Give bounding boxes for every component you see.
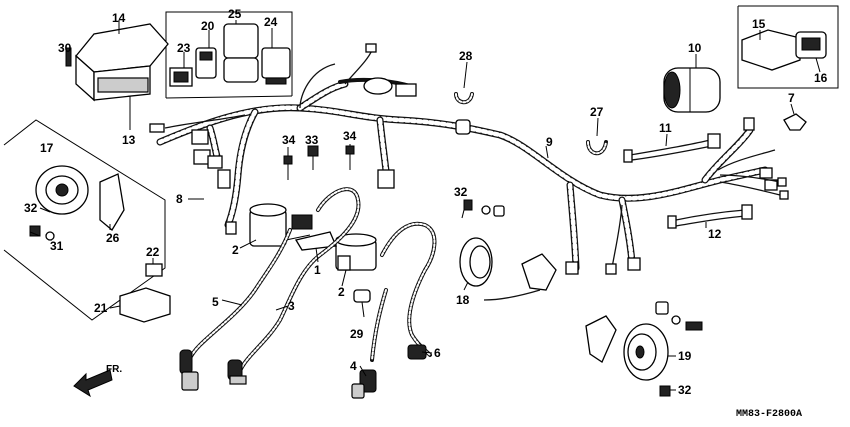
spark-plug-cord-3 bbox=[227, 187, 361, 385]
callout-34-left: 34 bbox=[282, 133, 296, 147]
callout-32-right: 32 bbox=[678, 383, 692, 397]
callout-5: 5 bbox=[212, 295, 219, 309]
callout-14: 14 bbox=[112, 11, 126, 25]
junction-10 bbox=[663, 67, 721, 113]
callout-2-left: 2 bbox=[232, 243, 239, 257]
callout-2-right: 2 bbox=[338, 285, 345, 299]
fuse-box-inset-box bbox=[737, 5, 839, 89]
callout-22: 22 bbox=[146, 245, 160, 259]
main-wire-harness bbox=[149, 43, 789, 275]
callout-13: 13 bbox=[122, 133, 136, 147]
clip-27 bbox=[586, 140, 608, 156]
clip-28 bbox=[454, 92, 474, 105]
callout-4: 4 bbox=[350, 359, 357, 373]
callout-12: 12 bbox=[708, 227, 722, 241]
callout-9: 9 bbox=[546, 135, 553, 149]
callout-25: 25 bbox=[228, 7, 242, 21]
relay-15 bbox=[741, 29, 801, 71]
callout-32-center: 32 bbox=[454, 185, 468, 199]
callout-23: 23 bbox=[177, 41, 191, 55]
callout-labels: 14 30 13 20 25 24 23 15 16 10 7 28 27 11… bbox=[24, 7, 828, 397]
horn-17 bbox=[35, 165, 125, 231]
callout-18: 18 bbox=[456, 293, 470, 307]
callout-33: 33 bbox=[305, 133, 319, 147]
callout-30: 30 bbox=[58, 41, 72, 55]
horn-18 bbox=[459, 199, 557, 301]
callout-24: 24 bbox=[264, 15, 278, 29]
relay-inset-box bbox=[165, 11, 293, 99]
horn-inset-box bbox=[3, 119, 166, 321]
callout-17: 17 bbox=[40, 141, 54, 155]
direction-label: FR. bbox=[106, 364, 122, 375]
callout-20: 20 bbox=[201, 19, 215, 33]
bolt-34-right bbox=[345, 145, 355, 170]
diagram-code: MM83-F2800A bbox=[736, 409, 802, 420]
spark-plug-cord-6 bbox=[351, 221, 437, 399]
relay-20 bbox=[195, 47, 217, 79]
ignition-coil-right bbox=[294, 231, 377, 271]
spark-plug-cord-5 bbox=[179, 228, 292, 391]
relay-25 bbox=[223, 23, 259, 83]
ignition-coil-left bbox=[249, 203, 313, 247]
callout-29: 29 bbox=[350, 327, 364, 341]
horn-19 bbox=[585, 301, 703, 397]
callout-34-right: 34 bbox=[343, 129, 357, 143]
fuse-box-cover bbox=[65, 23, 169, 102]
connector-22 bbox=[145, 263, 163, 277]
relay-21 bbox=[119, 287, 171, 323]
callout-6: 6 bbox=[434, 346, 441, 360]
callout-15: 15 bbox=[752, 17, 766, 31]
callout-28: 28 bbox=[459, 49, 473, 63]
callout-32-horn: 32 bbox=[24, 201, 38, 215]
callout-3: 3 bbox=[288, 299, 295, 313]
relay-24 bbox=[261, 47, 291, 85]
callout-26: 26 bbox=[106, 231, 120, 245]
callout-1: 1 bbox=[314, 263, 321, 277]
clamp-7 bbox=[783, 113, 807, 131]
callout-27: 27 bbox=[590, 105, 604, 119]
callout-10: 10 bbox=[688, 41, 702, 55]
callout-8: 8 bbox=[176, 192, 183, 206]
callout-31: 31 bbox=[50, 239, 64, 253]
bolt-33 bbox=[307, 145, 319, 170]
sub-harness-11 bbox=[623, 133, 721, 163]
callout-11: 11 bbox=[659, 121, 672, 135]
bolt-34-left bbox=[283, 155, 293, 180]
relay-23 bbox=[169, 67, 193, 87]
callout-7: 7 bbox=[788, 91, 795, 105]
sub-harness-12 bbox=[667, 204, 753, 229]
callout-21: 21 bbox=[94, 301, 108, 315]
callout-16: 16 bbox=[814, 71, 828, 85]
cord-clip-29 bbox=[353, 289, 371, 303]
direction-arrow-icon: FR. bbox=[73, 364, 122, 398]
condenser-connector bbox=[338, 77, 417, 97]
socket-16 bbox=[795, 31, 827, 59]
leader-lines bbox=[29, 20, 821, 391]
callout-19: 19 bbox=[678, 349, 692, 363]
